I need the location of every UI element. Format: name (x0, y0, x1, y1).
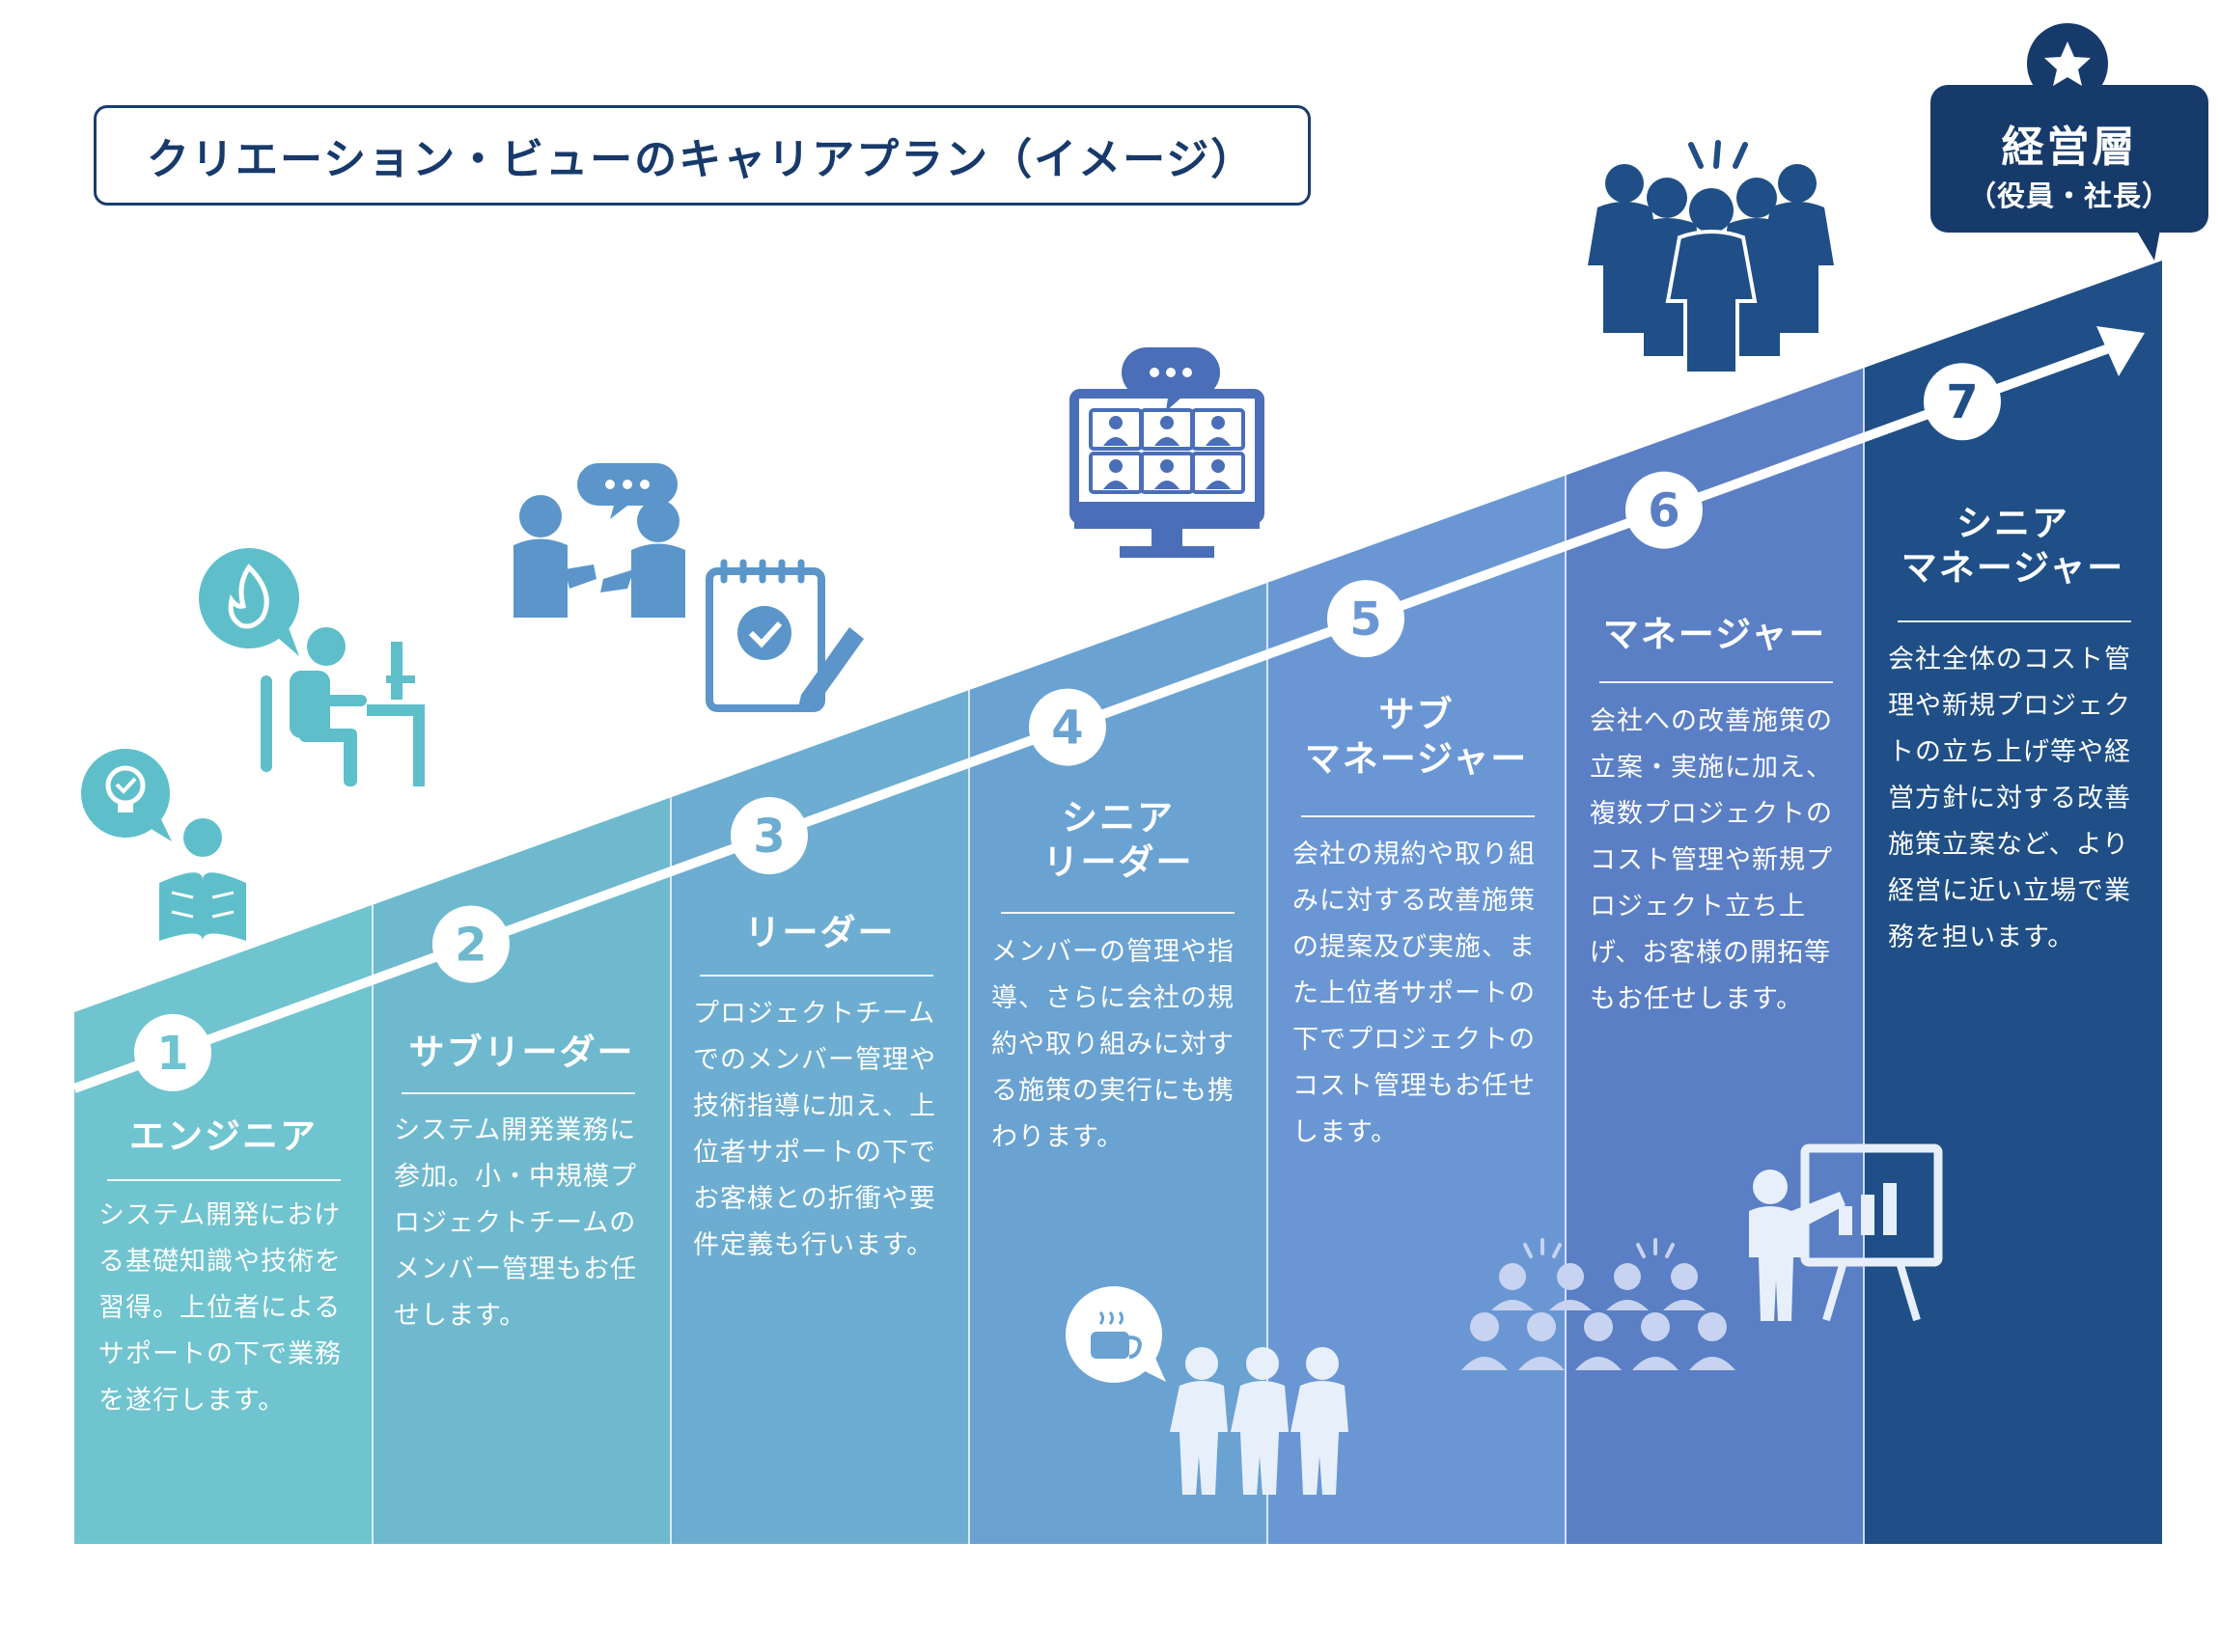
step-title: サブリーダー (373, 1031, 671, 1075)
step-description: システム開発におけ る基礎知識や技術を 習得。上位者による サポートの下で業務 … (98, 1193, 342, 1424)
step-3-number: 3 (731, 797, 808, 874)
step-2-number: 2 (432, 905, 510, 982)
step-description: 会社への改善施策の 立案・実施に加え、 複数プロジェクトの コスト管理や新規プ … (1590, 699, 1833, 1023)
step-title: エンジニア (74, 1115, 373, 1159)
number-label: 3 (753, 810, 785, 864)
number-label: 2 (455, 918, 486, 972)
divider (107, 1179, 341, 1181)
divider (402, 1092, 635, 1094)
step-title: サブ マネージャー (1267, 693, 1566, 782)
step-title: シニア リーダー (969, 796, 1267, 885)
divider (1001, 912, 1235, 914)
executive-badge: 経営層 （役員・社長） (1930, 85, 2208, 233)
step-5-number: 5 (1327, 580, 1404, 657)
number-label: 7 (1946, 375, 1978, 429)
number-label: 1 (156, 1027, 188, 1081)
step-4-number: 4 (1029, 689, 1106, 766)
executive-title: 経営層 (1930, 112, 2208, 174)
step-description: 会社の規約や取り組 みに対する改善施策 の提案及び実施、ま た上位者サポートの … (1292, 832, 1536, 1156)
divider (1898, 620, 2131, 622)
divider (1599, 681, 1833, 683)
number-label: 5 (1349, 592, 1381, 647)
step-description: メンバーの管理や指 導、さらに会社の規 約や取り組みに対す る施策の実行にも携 … (991, 929, 1235, 1161)
step-description: プロジェクトチーム でのメンバー管理や 技術指導に加え、上 位者サポートの下で … (693, 991, 936, 1269)
step-description: 会社全体のコスト管 理や新規プロジェク トの立ち上げ等や経 営方針に対する改善 … (1888, 637, 2131, 961)
step-title: マネージャー (1566, 613, 1864, 657)
step-description: システム開発業務に 参加。小・中規模プ ロジェクトチームの メンバー管理もお任 … (394, 1108, 637, 1339)
number-label: 6 (1648, 484, 1679, 538)
executive-subtitle: （役員・社長） (1930, 174, 2208, 214)
step-7-number: 7 (1924, 363, 2001, 440)
number-label: 4 (1051, 702, 1083, 756)
divider (700, 975, 933, 977)
page-title: クリエーション・ビューのキャリアプラン（イメージ） (94, 105, 1311, 206)
step-6-number: 6 (1625, 472, 1703, 549)
step-title: リーダー (671, 911, 969, 955)
step-1-number: 1 (134, 1014, 211, 1091)
divider (1301, 815, 1535, 817)
step-title: シニア マネージャー (1864, 502, 2162, 591)
